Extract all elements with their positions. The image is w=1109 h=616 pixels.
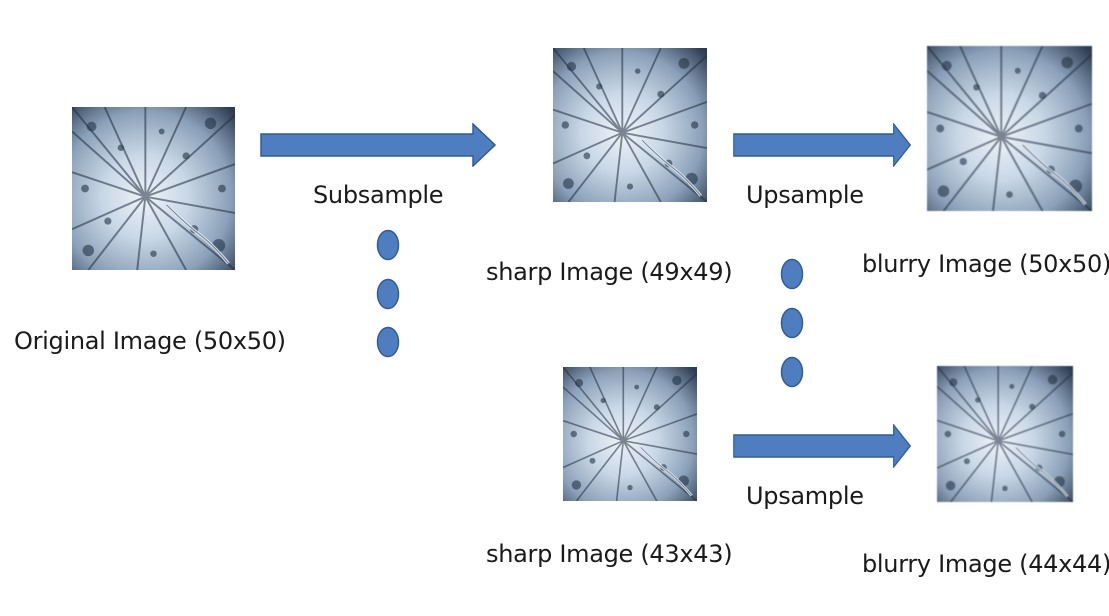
subsample-arrow	[260, 123, 496, 167]
upsample-label-bottom: Upsample	[746, 482, 864, 510]
ellipsis-dot	[780, 307, 804, 339]
ellipsis-dot	[376, 326, 400, 358]
upsample-label-top: Upsample	[746, 181, 864, 209]
ellipsis-dot	[780, 356, 804, 388]
ellipsis-dot	[376, 278, 400, 310]
ellipsis-dot	[780, 258, 804, 290]
ellipsis-dot	[376, 229, 400, 261]
sharp-image-43	[563, 367, 697, 501]
original-image-caption: Original Image (50x50)	[14, 327, 286, 355]
blurry-image-50-caption: blurry Image (50x50)	[862, 250, 1109, 278]
subsample-label: Subsample	[313, 181, 444, 209]
upsample-arrow-bottom	[733, 424, 911, 468]
sharp-image-43-caption: sharp Image (43x43)	[486, 540, 733, 568]
sharp-image-49	[553, 48, 707, 202]
blurry-image-44	[937, 366, 1073, 502]
upsample-arrow-top	[733, 123, 911, 167]
blurry-image-44-caption: blurry Image (44x44)	[862, 550, 1109, 578]
sharp-image-49-caption: sharp Image (49x49)	[486, 258, 733, 286]
original-image	[72, 107, 235, 270]
blurry-image-50	[927, 46, 1092, 211]
